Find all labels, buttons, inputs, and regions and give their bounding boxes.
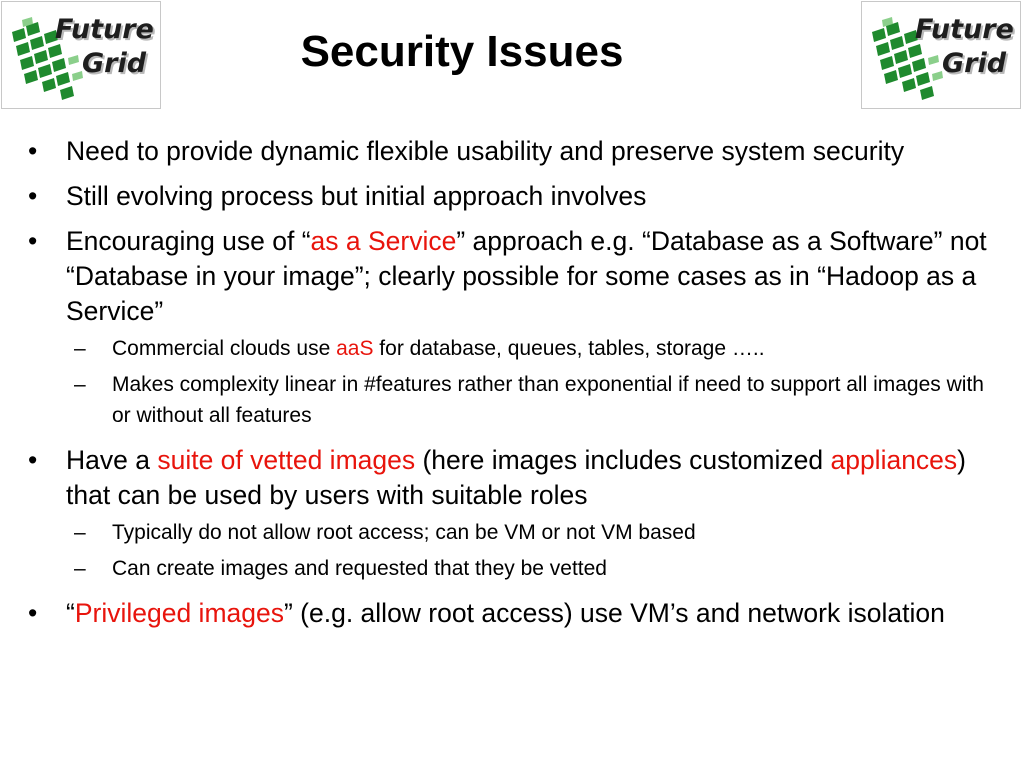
slide-title: Security Issues: [300, 27, 624, 76]
dash-bullet-icon: –: [74, 373, 86, 396]
bullet-text: Still evolving process but initial appro…: [66, 181, 647, 211]
highlight-aas: aaS: [336, 337, 374, 360]
subbullet-text: Makes complexity linear in #features rat…: [112, 373, 984, 427]
bullet-evolving-process: • Still evolving process but initial app…: [28, 179, 998, 214]
grid-graphic-icon: [872, 17, 943, 100]
subbullet-text: Can create images and requested that the…: [112, 557, 607, 580]
dash-bullet-icon: –: [74, 557, 86, 580]
dash-bullet-icon: –: [74, 521, 86, 544]
logo-text-grid: Grid: [82, 48, 147, 79]
futuregrid-logo-left: Future Grid: [1, 1, 161, 109]
bullet-text-part: Have a: [66, 445, 158, 475]
highlight-privileged-images: Privileged images: [74, 598, 284, 628]
bullet-text: Need to provide dynamic flexible usabili…: [66, 136, 905, 166]
subbullet-text-part: Commercial clouds use: [112, 337, 337, 360]
bullet-dot-icon: •: [28, 598, 38, 628]
subbullet-root-access: – Typically do not allow root access; ca…: [28, 517, 998, 548]
subbullet-create-images: – Can create images and requested that t…: [28, 553, 998, 584]
logo-text-future: Future: [915, 14, 1014, 45]
subbullet-complexity: – Makes complexity linear in #features r…: [28, 369, 998, 431]
bullet-text-part: ” approach e.g. “Database as a Software”…: [66, 226, 987, 326]
bullet-dot-icon: •: [28, 181, 38, 211]
highlight-as-a-service: as a Service: [310, 226, 457, 256]
bullet-text-part: ) that can be used by users with suitabl…: [66, 445, 966, 510]
logo-text-grid: Grid: [942, 48, 1007, 79]
highlight-appliances: appliances: [830, 445, 958, 475]
bullet-dot-icon: •: [28, 136, 38, 166]
subbullet-text-part: for database, queues, tables, storage ….…: [373, 337, 765, 360]
futuregrid-logo-right: Future Grid: [861, 1, 1021, 109]
bullet-as-a-service: • Encouraging use of “as a Service” appr…: [28, 224, 998, 329]
bullet-dot-icon: •: [28, 445, 38, 475]
bullet-usability: • Need to provide dynamic flexible usabi…: [28, 134, 998, 169]
bullet-text-part: Encouraging use of “: [66, 226, 311, 256]
bullet-text-part: “: [66, 598, 75, 628]
slide-body: • Need to provide dynamic flexible usabi…: [28, 134, 998, 641]
subbullet-text: Typically do not allow root access; can …: [112, 521, 696, 544]
subbullet-commercial-clouds: – Commercial clouds use aaS for database…: [28, 333, 998, 364]
dash-bullet-icon: –: [74, 337, 86, 360]
bullet-dot-icon: •: [28, 226, 38, 256]
bullet-text-part: (here images includes customized: [415, 445, 831, 475]
bullet-privileged-images: • “Privileged images” (e.g. allow root a…: [28, 596, 998, 631]
highlight-vetted-images: suite of vetted images: [157, 445, 416, 475]
bullet-vetted-images: • Have a suite of vetted images (here im…: [28, 443, 998, 513]
logo-text-future: Future: [55, 14, 154, 45]
bullet-text-part: ” (e.g. allow root access) use VM’s and …: [283, 598, 945, 628]
grid-graphic-icon: [12, 17, 83, 100]
